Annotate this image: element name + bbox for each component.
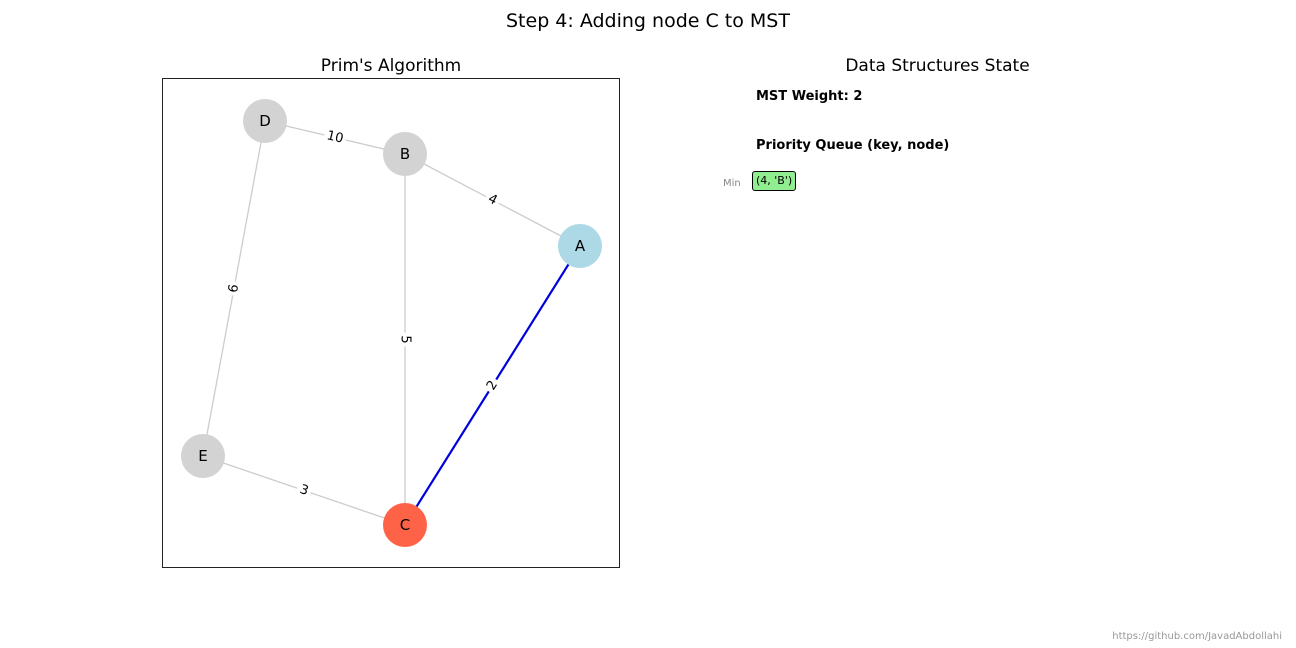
graph-panel-title: Prim's Algorithm	[320, 56, 462, 76]
node-e	[181, 434, 225, 478]
node-label-b: B	[400, 145, 410, 163]
credit-link[interactable]: https://github.com/JavadAbdollahi	[1112, 631, 1282, 642]
node-b	[383, 132, 427, 176]
priority-queue-list: (4, 'B')	[752, 171, 797, 191]
edge-weight-label: 6	[226, 283, 242, 294]
node-label-e: E	[198, 447, 207, 465]
node-label-d: D	[259, 112, 271, 130]
edge-weight-label: 10	[325, 128, 345, 146]
priority-queue-title: Priority Queue (key, node)	[756, 138, 950, 153]
node-label-a: A	[575, 237, 586, 255]
priority-queue-item: (4, 'B')	[752, 171, 797, 191]
edge-weight-label: 5	[398, 335, 413, 343]
nodes-layer: A B C D E	[181, 99, 602, 547]
state-panel-title: Data Structures State	[845, 56, 1030, 76]
node-a	[558, 224, 602, 268]
priority-queue-min-label: Min	[723, 178, 741, 189]
edges-layer	[202, 120, 581, 526]
node-c	[383, 503, 427, 547]
node-label-c: C	[400, 516, 410, 534]
mst-weight-text: MST Weight: 2	[756, 89, 863, 104]
node-d	[243, 99, 287, 143]
figure-title: Step 4: Adding node C to MST	[506, 10, 790, 32]
